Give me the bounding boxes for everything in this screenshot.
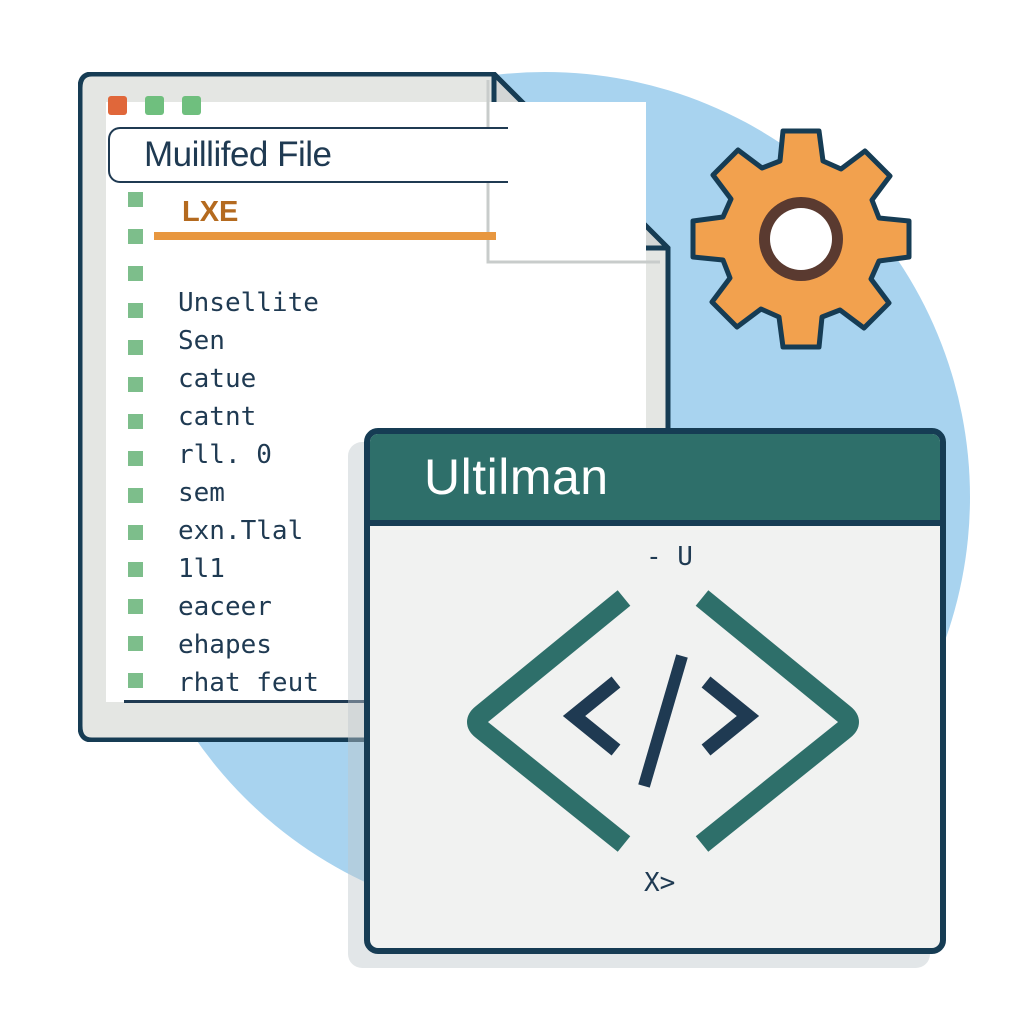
gutter-marker: [128, 451, 143, 466]
gutter-marker: [128, 229, 143, 244]
app-top-label: - U: [646, 542, 693, 572]
document-line: 1l1: [178, 554, 225, 584]
app-bottom-label: X>: [644, 868, 676, 898]
window-maximize-button[interactable]: [182, 96, 201, 115]
document-bottom-rule: [124, 700, 524, 703]
gutter-marker: [128, 192, 143, 207]
app-title-bar: Ultilman: [370, 434, 940, 526]
gutter-marker: [128, 340, 143, 355]
document-line: rhat feut: [178, 668, 319, 698]
document-line: eaceer: [178, 592, 272, 622]
line-gutter: [128, 192, 144, 688]
document-line: exn.Tlal: [178, 516, 304, 546]
gutter-marker: [128, 636, 143, 651]
gutter-marker: [128, 266, 143, 281]
document-subtitle: LXE: [182, 196, 239, 228]
gutter-marker: [128, 377, 143, 392]
window-minimize-button[interactable]: [145, 96, 164, 115]
gutter-marker: [128, 599, 143, 614]
window-controls: [108, 96, 201, 115]
window-close-button[interactable]: [108, 96, 127, 115]
gutter-marker: [128, 562, 143, 577]
gear-icon: [690, 128, 912, 350]
gutter-marker: [128, 525, 143, 540]
document-line: ehapes: [178, 630, 272, 660]
document-title-field[interactable]: Muillifed File: [108, 127, 508, 183]
document-lines: Unsellite Sen catue catnt rll. 0 sem exn…: [178, 284, 319, 702]
document-line: Sen: [178, 326, 225, 356]
document-line: rll. 0: [178, 440, 272, 470]
document-line: catnt: [178, 402, 257, 432]
subtitle-underline: [154, 232, 496, 240]
code-brackets-icon: [467, 590, 859, 852]
gutter-marker: [128, 303, 143, 318]
document-title: Muillifed File: [144, 135, 332, 174]
gutter-marker: [128, 488, 143, 503]
gutter-marker: [128, 414, 143, 429]
gutter-marker: [128, 673, 143, 688]
app-title: Ultilman: [424, 449, 609, 505]
document-line: sem: [178, 478, 225, 508]
app-window: Ultilman - U X>: [364, 428, 946, 954]
document-line: catue: [178, 364, 257, 394]
document-line: Unsellite: [178, 288, 319, 318]
